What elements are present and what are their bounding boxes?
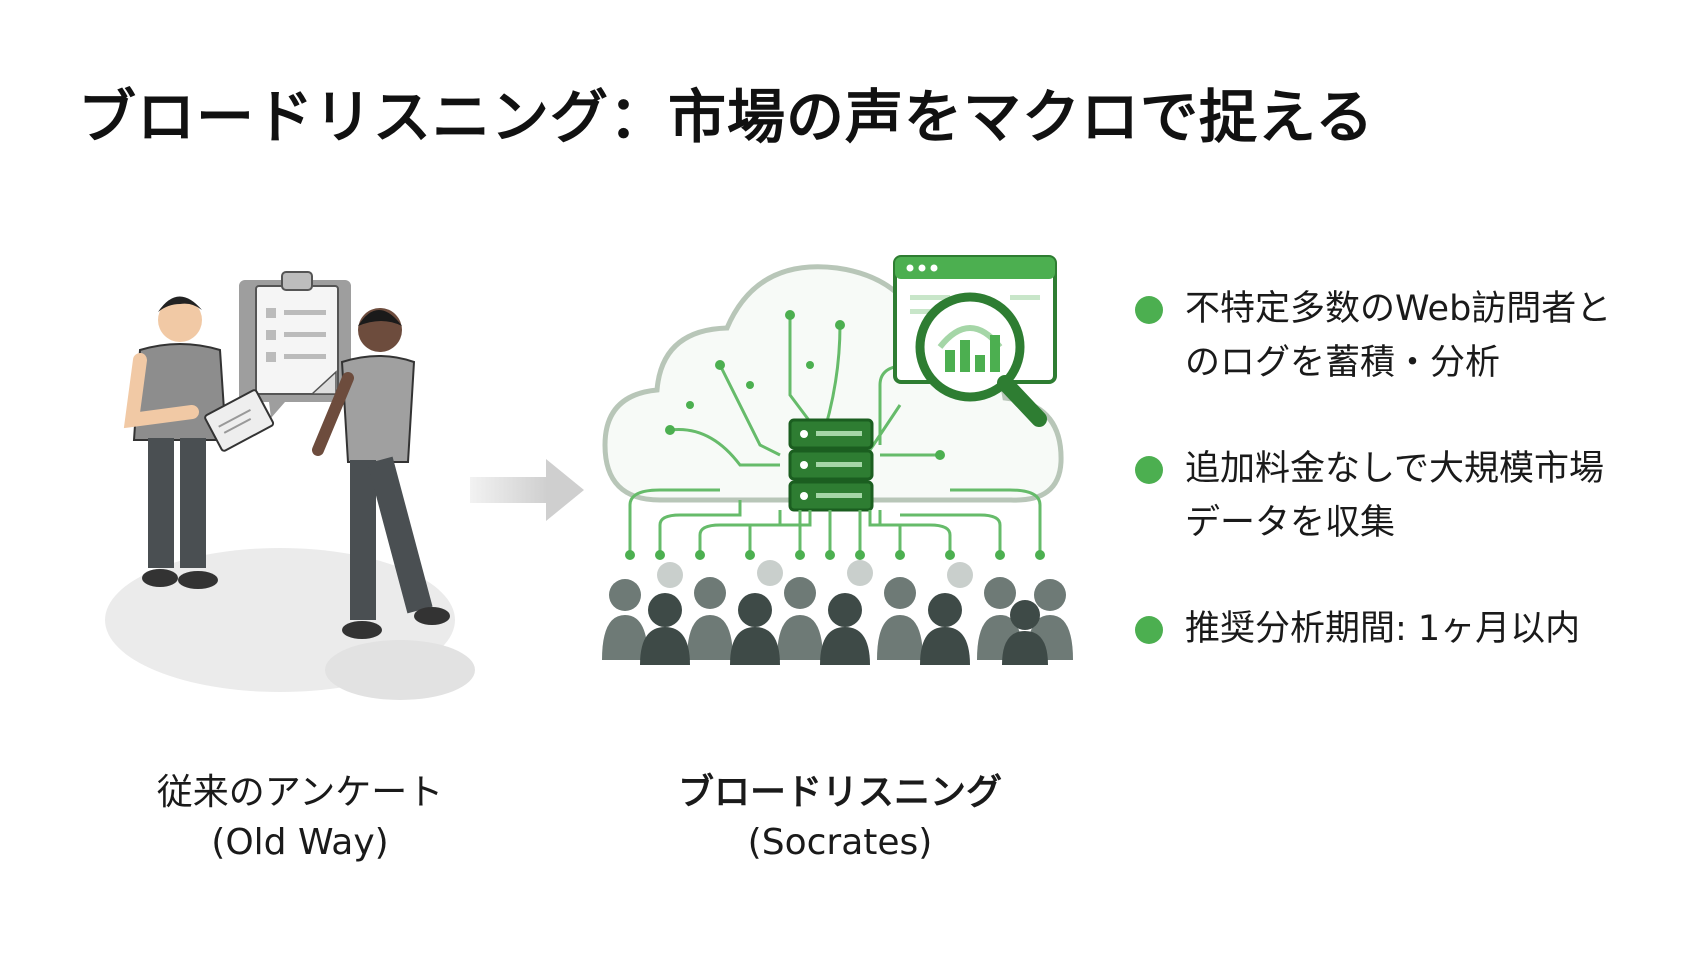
bullet-item: 追加料金なしで大規模市場 データを収集 <box>1135 442 1695 550</box>
server-icon <box>788 418 874 512</box>
bullet-dot-icon <box>1135 456 1163 484</box>
magnifier-chart-icon <box>915 292 1047 427</box>
clipboard-icon <box>239 271 351 418</box>
bullet-text: 不特定多数のWeb訪問者と のログを蓄積・分析 <box>1185 289 1612 383</box>
arrow-right-icon <box>470 459 584 521</box>
broad-listening-caption: ブロードリスニング (Socrates) <box>630 768 1050 868</box>
bullet-dot-icon <box>1135 296 1163 324</box>
bullet-item: 推奨分析期間: 1ヶ月以内 <box>1135 602 1695 656</box>
broad-listening-illustration <box>602 255 1073 665</box>
broad-listening-caption-line1: ブロードリスニング <box>677 772 1002 813</box>
bullet-item: 不特定多数のWeb訪問者と のログを蓄積・分析 <box>1135 282 1695 390</box>
bullet-dot-icon <box>1135 616 1163 644</box>
page-title: ブロードリスニング：市場の声をマクロで捉える <box>78 83 1375 151</box>
people-crowd-icon <box>602 560 1073 665</box>
old-way-caption-line2: (Old Way) <box>211 822 389 863</box>
old-way-caption-line1: 従来のアンケート <box>156 772 444 813</box>
old-way-illustration <box>105 271 475 700</box>
old-way-caption: 従来のアンケート (Old Way) <box>100 768 500 868</box>
broad-listening-caption-line2: (Socrates) <box>747 822 933 863</box>
respondent-figure <box>312 308 450 639</box>
surveyor-figure <box>123 296 275 589</box>
bullet-text: 推奨分析期間: 1ヶ月以内 <box>1185 609 1581 649</box>
feature-bullet-list: 不特定多数のWeb訪問者と のログを蓄積・分析 追加料金なしで大規模市場 データ… <box>1135 282 1695 708</box>
bullet-text: 追加料金なしで大規模市場 データを収集 <box>1185 449 1604 543</box>
